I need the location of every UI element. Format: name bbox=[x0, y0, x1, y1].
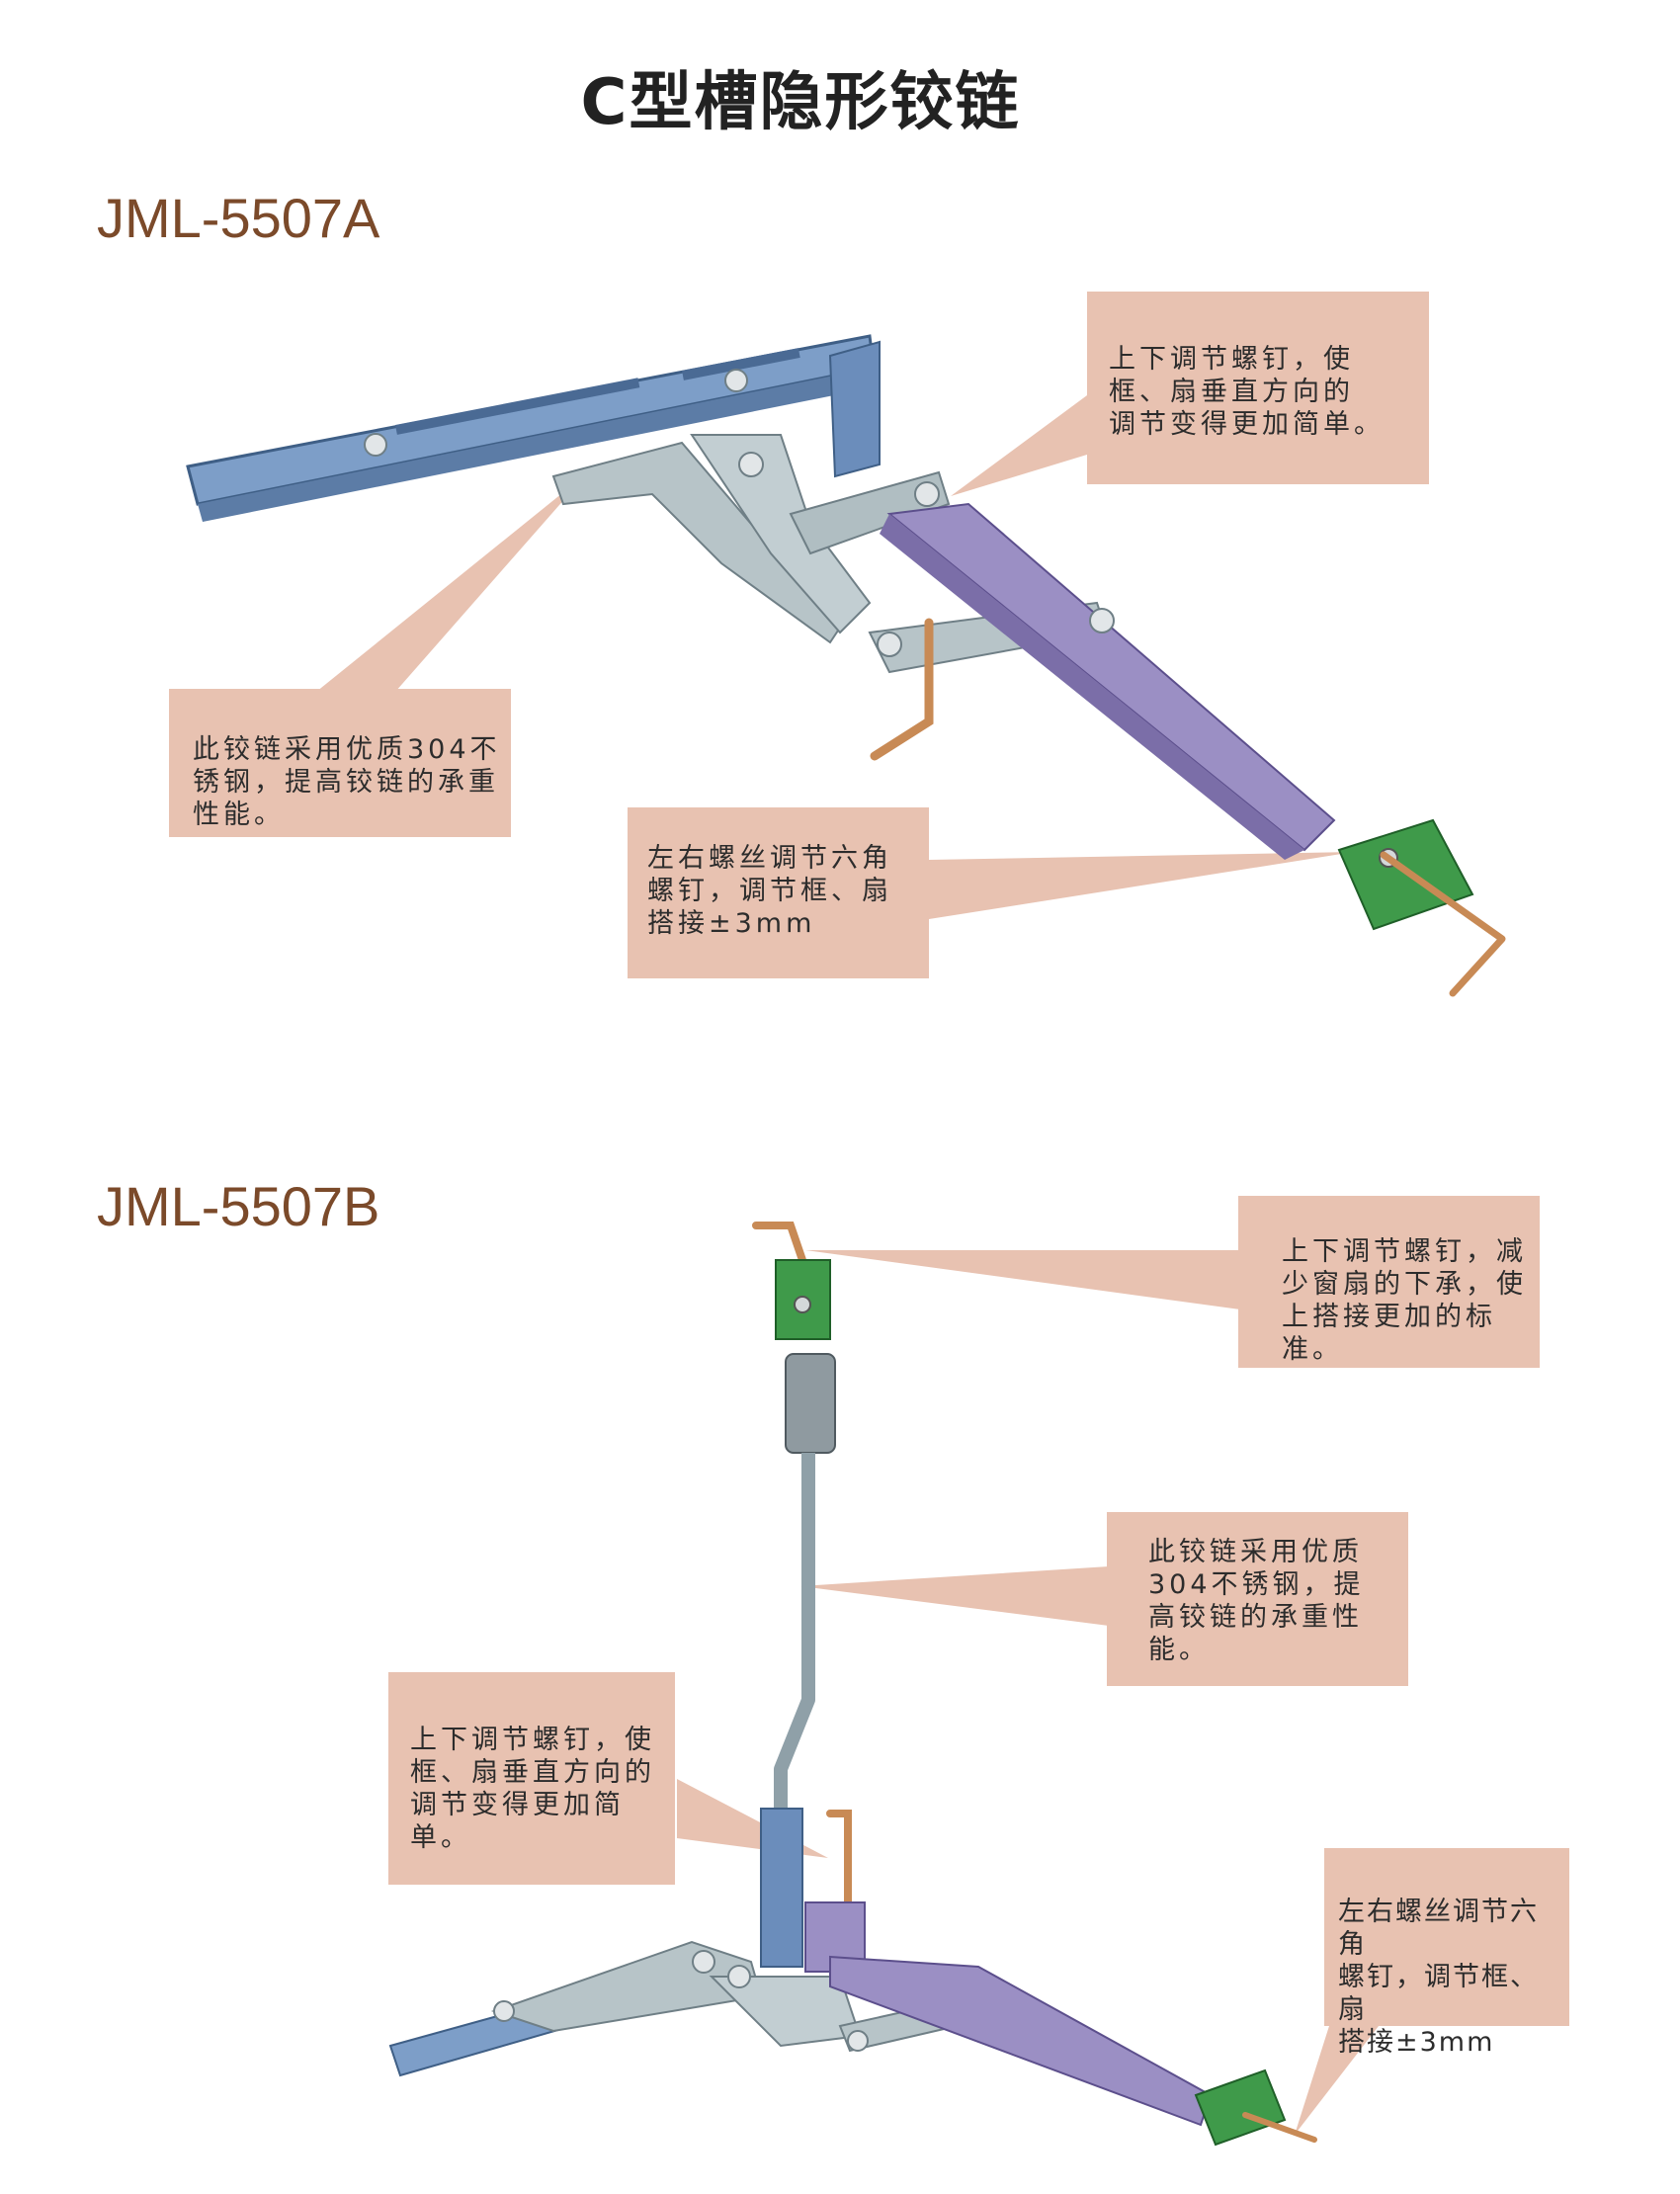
hinge-a-blue-bracket bbox=[828, 340, 881, 478]
hinge-a-rivet-5 bbox=[877, 632, 902, 657]
hinge-b-blue-bracket bbox=[760, 1808, 803, 1968]
callout-a-horizontal-adjust: 左右螺丝调节六角 螺钉，调节框、扇 搭接±3mm bbox=[628, 807, 929, 978]
hinge-a-gray-arm-3 bbox=[789, 470, 951, 555]
page-title: C型槽隐形铰链 bbox=[580, 66, 1021, 139]
pointer-b-middle bbox=[800, 1566, 1109, 1626]
pointer-b-top bbox=[805, 1250, 1240, 1309]
hinge-a-rivet-4 bbox=[914, 481, 940, 507]
hinge-b-green-block bbox=[1194, 2068, 1287, 2147]
hinge-b-top-green-block bbox=[775, 1259, 831, 1340]
callout-b-vertical-adjust: 上下调节螺钉，使 框、扇垂直方向的 调节变得更加简单。 bbox=[388, 1672, 675, 1885]
hinge-b bbox=[388, 1222, 1317, 2147]
hinge-a-copper-screw bbox=[870, 618, 934, 761]
model-label-b: JML-5507B bbox=[97, 1175, 380, 1237]
hinge-b-rivet-3 bbox=[727, 1965, 751, 1988]
model-label-a: JML-5507A bbox=[97, 187, 380, 249]
hinge-a-rivet-6 bbox=[1089, 608, 1115, 633]
hinge-b-hex-key bbox=[1242, 2112, 1317, 2143]
hinge-a-slot-1 bbox=[395, 378, 640, 435]
callout-b-horizontal-adjust: 左右螺丝调节六角 螺钉，调节框、扇 搭接±3mm bbox=[1324, 1848, 1569, 2058]
callout-b-stainless-steel: 此铰链采用优质 304不锈钢，提 高铰链的承重性 能。 bbox=[1107, 1512, 1408, 1686]
hinge-a-slot-2 bbox=[682, 348, 800, 380]
hinge-a bbox=[186, 334, 1506, 997]
pointer-a-left bbox=[316, 472, 588, 692]
pointer-b-right bbox=[1295, 2026, 1379, 2135]
callout-b-top-adjust: 上下调节螺钉，减 少窗扇的下承，使 上搭接更加的标准。 bbox=[1238, 1196, 1540, 1368]
callout-a-vertical-adjust: 上下调节螺钉，使 框、扇垂直方向的 调节变得更加简单。 bbox=[1087, 292, 1429, 484]
hinge-a-purple-arm bbox=[886, 502, 1336, 852]
hinge-a-gray-arm-1 bbox=[551, 441, 852, 644]
hinge-b-gray-sleeve bbox=[785, 1353, 836, 1454]
hinge-a-rivet-2 bbox=[724, 369, 748, 392]
hinge-a-hex-key bbox=[1380, 851, 1506, 997]
hinge-b-lower-screw bbox=[826, 1810, 852, 1906]
hinge-b-rivet-2 bbox=[692, 1950, 715, 1974]
pointer-b-left bbox=[677, 1779, 828, 1858]
pointer-a-top bbox=[951, 395, 1087, 496]
pointer-a-bottom bbox=[929, 852, 1354, 919]
hinge-a-blue-rail-side bbox=[198, 368, 874, 522]
hinge-a-purple-arm-side bbox=[880, 514, 1304, 860]
hinge-b-rivet-1 bbox=[493, 2000, 515, 2022]
hinge-b-rivet-4 bbox=[847, 2030, 869, 2052]
hinge-a-rivet-1 bbox=[364, 433, 387, 457]
hinge-b-top-green-screw bbox=[794, 1296, 811, 1313]
hinge-b-top-screw bbox=[752, 1222, 806, 1264]
hinge-a-rivet-3 bbox=[738, 452, 764, 477]
callout-a-stainless-steel: 此铰链采用优质304不 锈钢，提高铰链的承重 性能。 bbox=[169, 689, 511, 837]
hinge-a-gray-arm-2 bbox=[690, 434, 872, 634]
